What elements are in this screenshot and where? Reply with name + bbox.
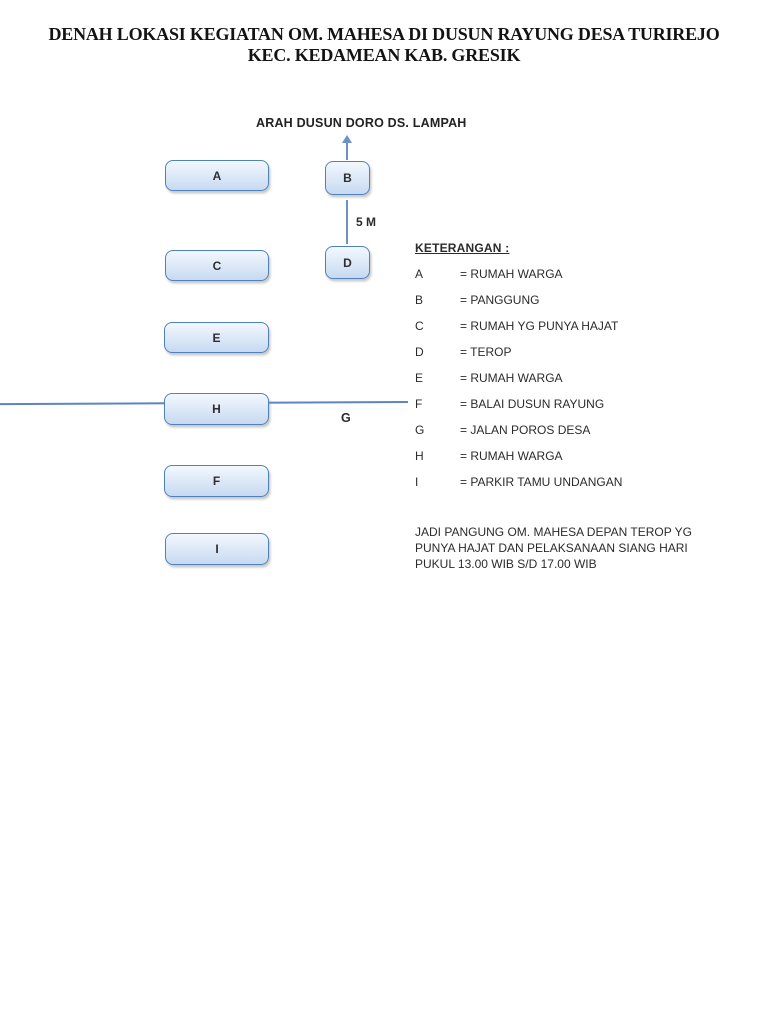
box-label: E [212,330,221,345]
diagram-box-i: I [165,533,269,565]
legend-row-g: G = JALAN POROS DESA [415,424,622,437]
legend-row-a: A = RUMAH WARGA [415,268,622,281]
legend-row-h: H = RUMAH WARGA [415,450,622,463]
diagram-box-a: A [165,160,269,191]
legend-key: F [415,397,423,411]
legend-value: = RUMAH WARGA [460,449,563,463]
legend-row-b: B = PANGGUNG [415,294,622,307]
box-label: H [212,402,221,416]
legend: KETERANGAN : A= RUMAH WARGA B= PANGGUNG … [415,242,622,502]
legend-value: = RUMAH YG PUNYA HAJAT [460,319,619,333]
diagram-box-b: B [325,161,370,195]
page-title-line2: KEC. KEDAMEAN KAB. GRESIK [247,45,521,65]
legend-row-d: D = TEROP [415,346,622,359]
diagram-box-c: C [165,250,269,281]
legend-row-f: F = BALAI DUSUN RAYUNG [415,398,622,411]
legend-value: = RUMAH WARGA [460,267,563,281]
legend-key: D [415,345,424,359]
legend-key: E [415,371,424,385]
road-label: G [341,411,351,425]
diagram-box-e: E [164,322,269,353]
diagram-box-d: D [325,246,370,279]
legend-key: H [415,449,424,463]
box-label: F [212,474,221,488]
legend-row-c: C = RUMAH YG PUNYA HAJAT [415,320,622,333]
direction-label: ARAH DUSUN DORO DS. LAMPAH [256,116,467,130]
box-label: D [343,255,352,270]
note-line3: PUKUL 13.00 WIB S/D 17.00 WIB [415,557,597,571]
legend-row-e: E = RUMAH WARGA [415,372,622,385]
note-paragraph: JADI PANGUNG OM. MAHESA DEPAN TEROP YG P… [415,524,692,572]
page-title-line1: DENAH LOKASI KEGIATAN OM. MAHESA DI DUSU… [48,24,720,44]
legend-value: = RUMAH WARGA [460,371,563,385]
note-line2: PUNYA HAJAT DAN PELAKSANAAN SIANG HARI [415,541,688,555]
connector-b-d [346,200,348,244]
legend-value: = BALAI DUSUN RAYUNG [460,397,605,411]
legend-value: = JALAN POROS DESA [460,423,591,437]
box-label: C [212,258,222,273]
up-arrow-icon [342,135,352,143]
up-arrow-line [346,142,348,160]
legend-heading: KETERANGAN : [415,241,510,255]
distance-label: 5 M [356,215,377,229]
legend-key: B [415,293,424,307]
legend-row-i: I = PARKIR TAMU UNDANGAN [415,476,622,489]
legend-key: A [415,267,424,281]
box-label: A [212,168,222,183]
legend-value: = PARKIR TAMU UNDANGAN [460,475,623,489]
box-label: B [343,171,352,185]
legend-value: = TEROP [460,345,512,359]
diagram-box-h: H [164,393,269,425]
legend-key: G [415,423,425,437]
box-label: I [215,542,219,556]
note-line1: JADI PANGUNG OM. MAHESA DEPAN TEROP YG [415,525,692,539]
legend-key: C [415,319,424,333]
legend-value: = PANGGUNG [460,293,540,307]
diagram-box-f: F [164,465,269,497]
page-title: DENAH LOKASI KEGIATAN OM. MAHESA DI DUSU… [0,24,768,66]
legend-key: I [415,475,419,489]
